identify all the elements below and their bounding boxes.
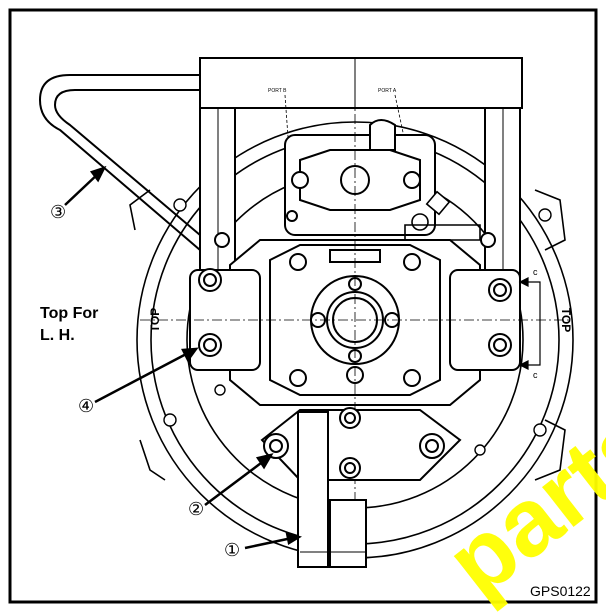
callout-3: ③: [50, 202, 66, 223]
callout-arrows: [64, 165, 302, 550]
top-bracket: [199, 57, 523, 279]
port-b-label: PORT B: [268, 88, 287, 94]
lower-bracket: [260, 407, 462, 568]
lifting-handle: [38, 74, 201, 251]
ring-holes: [163, 198, 552, 456]
top-for-label-line2: L. H.: [40, 327, 75, 344]
port-a-label: PORT A: [378, 88, 397, 94]
section-c-top: c: [533, 267, 538, 277]
top-for-label-line1: Top For: [40, 305, 98, 322]
upper-valve-block: [284, 119, 436, 236]
mounting-bolts: [198, 232, 512, 387]
right-fitting: [404, 190, 481, 241]
small-port-hole: [286, 210, 298, 222]
callout-4: ④: [78, 396, 94, 417]
top-label-right: TOP: [559, 308, 573, 332]
top-label-left: TOP: [148, 308, 162, 332]
callout-1: ①: [224, 540, 240, 561]
callout-2: ②: [188, 499, 204, 520]
port-leaders: [284, 94, 411, 166]
section-c-bottom: c: [533, 370, 538, 380]
section-c-indicator: [518, 277, 541, 370]
drawing-code: GPS0122: [530, 583, 591, 599]
